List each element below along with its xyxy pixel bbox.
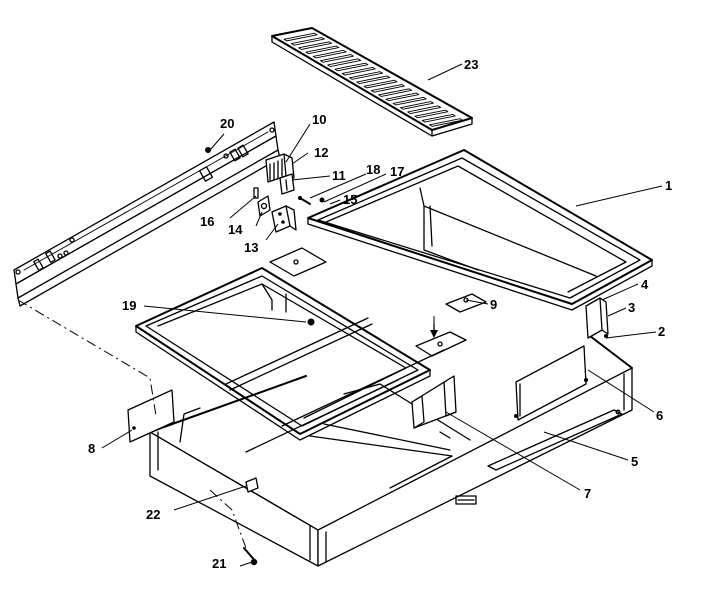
callout-20: 20	[220, 116, 234, 131]
callout-13: 13	[244, 240, 258, 255]
part-5-bottom-strip	[487, 409, 623, 471]
part-21-screw	[243, 547, 258, 566]
rear-rail-bracket	[13, 121, 281, 307]
leader-lines	[101, 63, 663, 567]
callout-8: 8	[88, 441, 95, 456]
callout-22: 22	[146, 507, 160, 522]
callout-10: 10	[312, 112, 326, 127]
callout-9: 9	[490, 297, 497, 312]
grate-slat	[356, 75, 391, 85]
grate-slat	[363, 79, 398, 89]
grate-slat	[385, 92, 420, 102]
part-3-4-side-brackets	[585, 297, 609, 339]
callout-4: 4	[641, 277, 649, 292]
callout-18: 18	[366, 162, 380, 177]
part-1-top-frame	[307, 149, 653, 311]
callout-21: 21	[212, 556, 226, 571]
assembly-lines	[17, 299, 435, 549]
part-22-clip	[245, 477, 259, 493]
grate-slat	[283, 32, 318, 42]
grate-slat	[290, 37, 325, 46]
grate-slat	[312, 49, 347, 59]
callout-23: 23	[464, 57, 478, 72]
grate-slat	[421, 113, 456, 123]
top-plate-screw	[293, 259, 299, 265]
callout-16: 16	[200, 214, 214, 229]
callout-11: 11	[332, 168, 346, 183]
grate-slat	[429, 118, 463, 127]
grate-slat	[319, 54, 354, 63]
grate-slat	[349, 71, 383, 80]
part-14-bracket	[257, 195, 271, 217]
part-2-chassis-pan	[149, 335, 633, 567]
callout-17: 17	[390, 164, 404, 179]
grate-slat	[327, 58, 362, 67]
grate-slat	[298, 41, 333, 50]
part-16-pin	[253, 187, 259, 199]
grate-slat	[414, 109, 449, 119]
hardware-parts	[253, 153, 325, 233]
part-13-block	[271, 205, 297, 233]
callout-12: 12	[314, 145, 328, 160]
callout-2: 2	[658, 324, 665, 339]
part-6-divider-panel	[514, 345, 588, 421]
callout-3: 3	[628, 300, 635, 315]
grate-slat	[341, 66, 376, 76]
grate-slat	[407, 105, 442, 114]
callout-1: 1	[665, 178, 672, 193]
callout-15: 15	[343, 192, 357, 207]
grate-slat	[378, 88, 413, 97]
part-18-screw	[298, 196, 311, 205]
callout-7: 7	[584, 486, 591, 501]
callout-5: 5	[631, 454, 638, 469]
grate-slat	[370, 84, 405, 93]
grate-slat	[334, 62, 369, 72]
callout-19: 19	[122, 298, 136, 313]
callout-labels: 23 1 4 3 2 6 5 7 9 8 10 12 11 18 17 15 1…	[88, 57, 672, 571]
part-17-screw	[319, 197, 325, 203]
part-11-clip	[279, 173, 295, 195]
part-23-grate	[271, 27, 473, 137]
grate-slat	[392, 96, 427, 106]
grate-slat	[399, 101, 434, 110]
part-19-burner-frame	[135, 267, 431, 441]
part-9-plate	[415, 293, 487, 357]
callout-6: 6	[656, 408, 663, 423]
callout-14: 14	[228, 222, 243, 237]
grate-slat	[305, 45, 340, 55]
part-7-u-bracket	[411, 375, 457, 429]
